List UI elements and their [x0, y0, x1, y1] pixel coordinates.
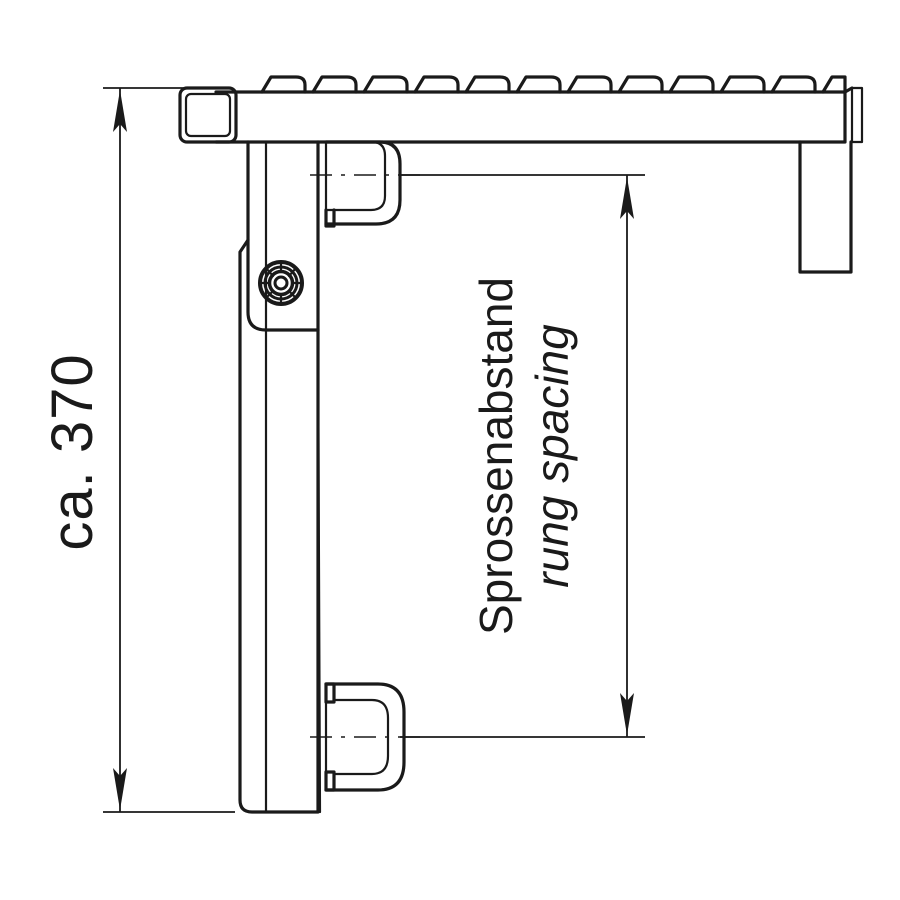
upper-bracket-outer: [324, 140, 402, 226]
right-leg: [798, 140, 853, 274]
tread-serration: [617, 75, 664, 94]
tread-serration-group: [260, 75, 847, 94]
rung-centerlines: [310, 174, 420, 738]
tread-serration: [311, 75, 358, 94]
right-leg-outline: [798, 140, 853, 274]
platform-tread: [214, 75, 864, 144]
lower-bracket-flange-top: [324, 682, 336, 704]
tread-serration: [515, 75, 562, 94]
tread-end-cap: [850, 86, 864, 144]
overall-height-label: ca. 370: [40, 353, 105, 550]
rung-arrowhead-top: [620, 177, 634, 219]
dimension-rung-spacing: Sprossenabstand rung spacing: [400, 174, 645, 738]
tread-serration: [464, 75, 511, 94]
tread-serration: [413, 75, 460, 94]
rung-arrowhead-bottom: [620, 693, 634, 735]
stile-outline: [238, 140, 320, 814]
bolt-hole: [273, 275, 289, 291]
tread-serration: [566, 75, 613, 94]
upper-bracket-inner: [324, 140, 387, 212]
left-stile: [238, 140, 322, 814]
tread-end-cap-link: [843, 86, 854, 94]
rung-spacing-label-de: Sprossenabstand: [470, 277, 522, 635]
stile-taper-edge: [316, 328, 322, 814]
tread-serration: [668, 75, 715, 94]
dimension-overall-height: ca. 370: [40, 87, 235, 813]
square-tube-inner: [184, 92, 232, 138]
upper-rung-bracket: [324, 140, 402, 228]
rung-spacing-label-en: rung spacing: [526, 324, 578, 588]
arrowhead-bottom: [113, 768, 127, 810]
bolt-fastener[interactable]: [258, 260, 304, 306]
bolt-knurl-marks: [258, 260, 304, 306]
tread-serration: [821, 75, 847, 94]
tread-body-outline: [214, 90, 847, 144]
tread-serration: [260, 75, 307, 94]
arrowhead-top: [113, 90, 127, 132]
tread-serration: [362, 75, 409, 94]
tread-serration: [719, 75, 766, 94]
lower-bracket-flange-bottom: [324, 770, 336, 792]
square-tube: [178, 86, 238, 144]
bolt-plate-contour: [246, 238, 320, 332]
square-tube-outer: [178, 86, 238, 144]
tread-serration: [770, 75, 817, 94]
